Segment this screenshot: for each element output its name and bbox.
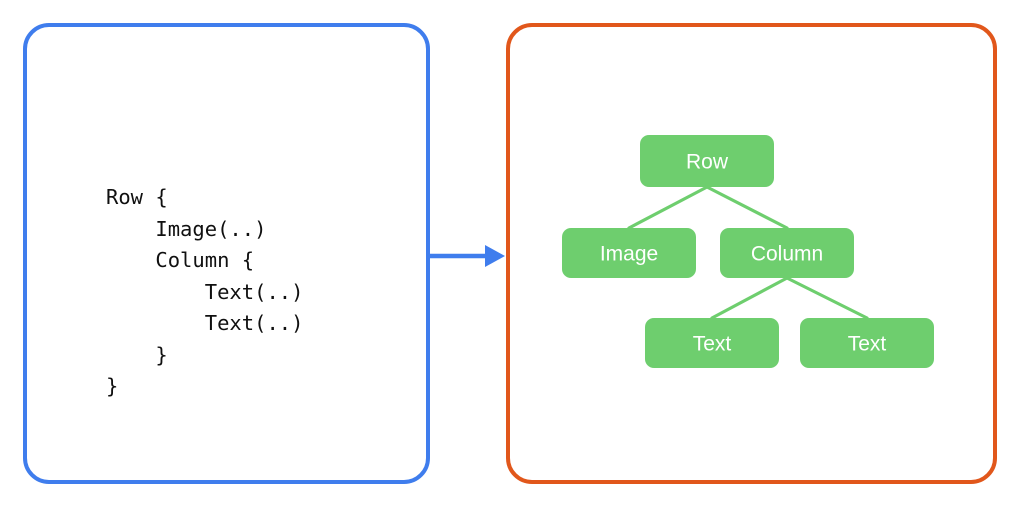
- code-snippet: Row { Image(..) Column { Text(..) Text(.…: [106, 185, 304, 398]
- tree-node-label: Image: [600, 243, 658, 266]
- tree-node-text2[interactable]: Text: [800, 318, 934, 368]
- tree-node-box: [720, 228, 854, 278]
- tree-node-label: Column: [751, 243, 823, 266]
- tree-node-box: [640, 135, 774, 187]
- tree-node-label: Text: [693, 333, 732, 356]
- tree-edges: [627, 185, 869, 320]
- tree-node-box: [645, 318, 779, 368]
- tree-edge-column-text2: [785, 276, 869, 320]
- tree-node-image[interactable]: Image: [562, 228, 696, 278]
- tree-edge-row-column: [705, 185, 789, 230]
- tree-edge-row-image: [627, 185, 709, 230]
- tree-node-box: [800, 318, 934, 368]
- tree-node-text1[interactable]: Text: [645, 318, 779, 368]
- tree-node-label: Text: [848, 333, 887, 356]
- tree-node-row[interactable]: Row: [640, 135, 774, 187]
- tree-node-box: [562, 228, 696, 278]
- arrow-head: [485, 245, 505, 267]
- tree-node-column[interactable]: Column: [720, 228, 854, 278]
- composable-code-panel: Row { Image(..) Column { Text(..) Text(.…: [23, 23, 430, 484]
- tree-edge-column-text1: [710, 276, 789, 320]
- transform-arrow: [429, 245, 505, 267]
- tree-node-label: Row: [686, 151, 729, 174]
